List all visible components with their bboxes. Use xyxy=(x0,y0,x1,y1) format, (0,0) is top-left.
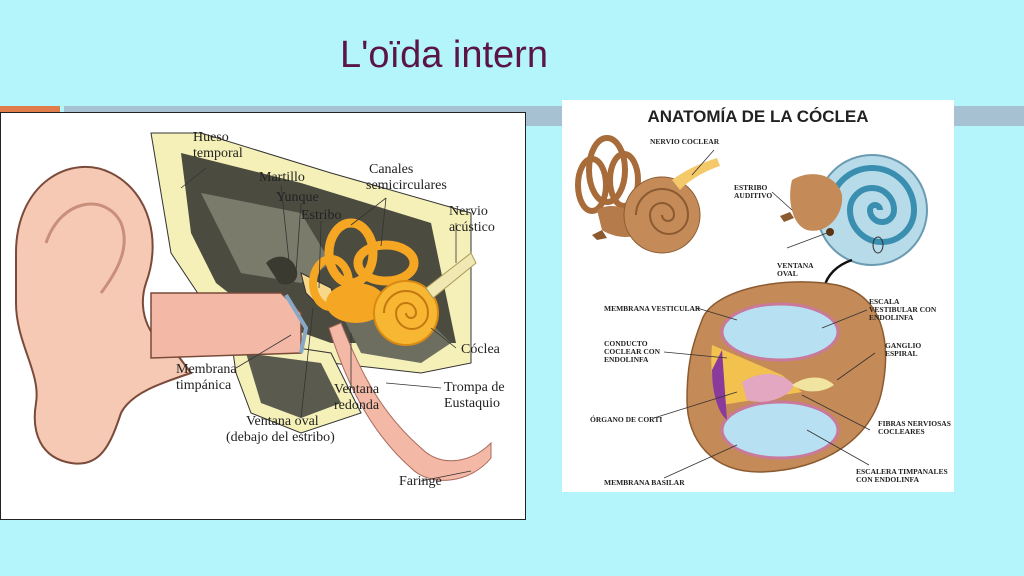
label-organo-corti: ÓRGANO DE CORTI xyxy=(590,414,662,424)
label-ganglio-espiral-2: ESPIRAL xyxy=(885,349,918,358)
label-ventana-redonda-2: redonda xyxy=(334,398,380,413)
label-estribo-auditivo-2: AUDITIVO xyxy=(734,191,772,200)
svg-text:acústico: acústico xyxy=(449,220,495,235)
cochlea-title: ANATOMÍA DE LA CÓCLEA xyxy=(648,107,869,126)
label-estribo-auditivo: ESTRIBO xyxy=(734,183,768,192)
svg-text:Membrana: Membrana xyxy=(176,362,237,377)
label-membrana-2: timpánica xyxy=(176,378,232,393)
label-conducto-coclear-3: ENDOLINFA xyxy=(604,355,649,364)
label-ventana-oval: VENTANA xyxy=(777,261,814,270)
label-trompa: Trompa de xyxy=(444,380,505,395)
svg-text:Trompa de: Trompa de xyxy=(444,380,505,395)
label-escalera-timpanales: ESCALERA TIMPANALES xyxy=(856,467,948,476)
label-faringe: Faringe xyxy=(399,474,442,489)
ear-anatomy-panel: Hueso temporal Martillo Yunque Estribo C… xyxy=(0,112,526,520)
slide-title: L'oïda intern xyxy=(340,34,548,76)
svg-text:Yunque: Yunque xyxy=(276,190,319,205)
label-ganglio-espiral: GANGLIO xyxy=(885,341,921,350)
svg-text:timpánica: timpánica xyxy=(176,378,232,393)
svg-text:temporal: temporal xyxy=(193,146,243,161)
cochlea-anatomy-diagram: ANATOMÍA DE LA CÓCLEA NERVIO COCLEAR xyxy=(575,107,951,487)
label-fibras-nerviosas: FIBRAS NERVIOSAS xyxy=(878,419,951,428)
label-ventana-oval: Ventana oval xyxy=(246,414,319,429)
label-coclea: Cóclea xyxy=(461,342,501,357)
label-estribo: Estribo xyxy=(301,208,341,223)
svg-text:Nervio: Nervio xyxy=(449,204,488,219)
ear-anatomy-diagram: Hueso temporal Martillo Yunque Estribo C… xyxy=(15,130,505,489)
label-membrana-vestibular: MEMBRANA VESTICULAR xyxy=(604,304,701,313)
label-escalera-timpanales-2: CON ENDOLINFA xyxy=(856,475,920,484)
label-nervio-coclear: NERVIO COCLEAR xyxy=(650,137,720,146)
label-membrana: Membrana xyxy=(176,362,237,377)
label-canales-2: semicirculares xyxy=(366,178,447,193)
label-hueso-temporal-2: temporal xyxy=(193,146,243,161)
label-trompa-2: Eustaquio xyxy=(444,396,500,411)
label-escala-vestibular-2: VESTIBULAR CON xyxy=(869,305,937,314)
label-membrana-basilar: MEMBRANA BASILAR xyxy=(604,478,685,487)
label-nervio-2: acústico xyxy=(449,220,495,235)
svg-text:Eustaquio: Eustaquio xyxy=(444,396,500,411)
label-escala-vestibular: ESCALA xyxy=(869,297,900,306)
label-fibras-nerviosas-2: COCLEARES xyxy=(878,427,925,436)
label-ventana-redonda: Ventana xyxy=(334,382,380,397)
label-ventana-oval-2: OVAL xyxy=(777,269,798,278)
label-escala-vestibular-3: ENDOLINFA xyxy=(869,313,914,322)
label-conducto-coclear: CONDUCTO xyxy=(604,339,648,348)
cochlea-anatomy-panel: ANATOMÍA DE LA CÓCLEA NERVIO COCLEAR xyxy=(562,100,954,492)
svg-text:(debajo del estribo): (debajo del estribo) xyxy=(226,430,335,445)
svg-text:Cóclea: Cóclea xyxy=(461,342,501,357)
svg-text:Ventana oval: Ventana oval xyxy=(246,414,319,429)
label-yunque: Yunque xyxy=(276,190,319,205)
svg-text:Faringe: Faringe xyxy=(399,474,442,489)
label-canales: Canales xyxy=(369,162,413,177)
svg-text:semicirculares: semicirculares xyxy=(366,178,447,193)
svg-text:Ventana: Ventana xyxy=(334,382,380,397)
label-conducto-coclear-2: COCLEAR CON xyxy=(604,347,661,356)
svg-text:Canales: Canales xyxy=(369,162,413,177)
svg-text:Estribo: Estribo xyxy=(301,208,341,223)
label-hueso-temporal: Hueso xyxy=(193,130,229,145)
label-martillo: Martillo xyxy=(259,170,305,185)
svg-text:redonda: redonda xyxy=(334,398,380,413)
label-nervio: Nervio xyxy=(449,204,488,219)
svg-text:Martillo: Martillo xyxy=(259,170,305,185)
label-ventana-oval-2: (debajo del estribo) xyxy=(226,430,335,445)
